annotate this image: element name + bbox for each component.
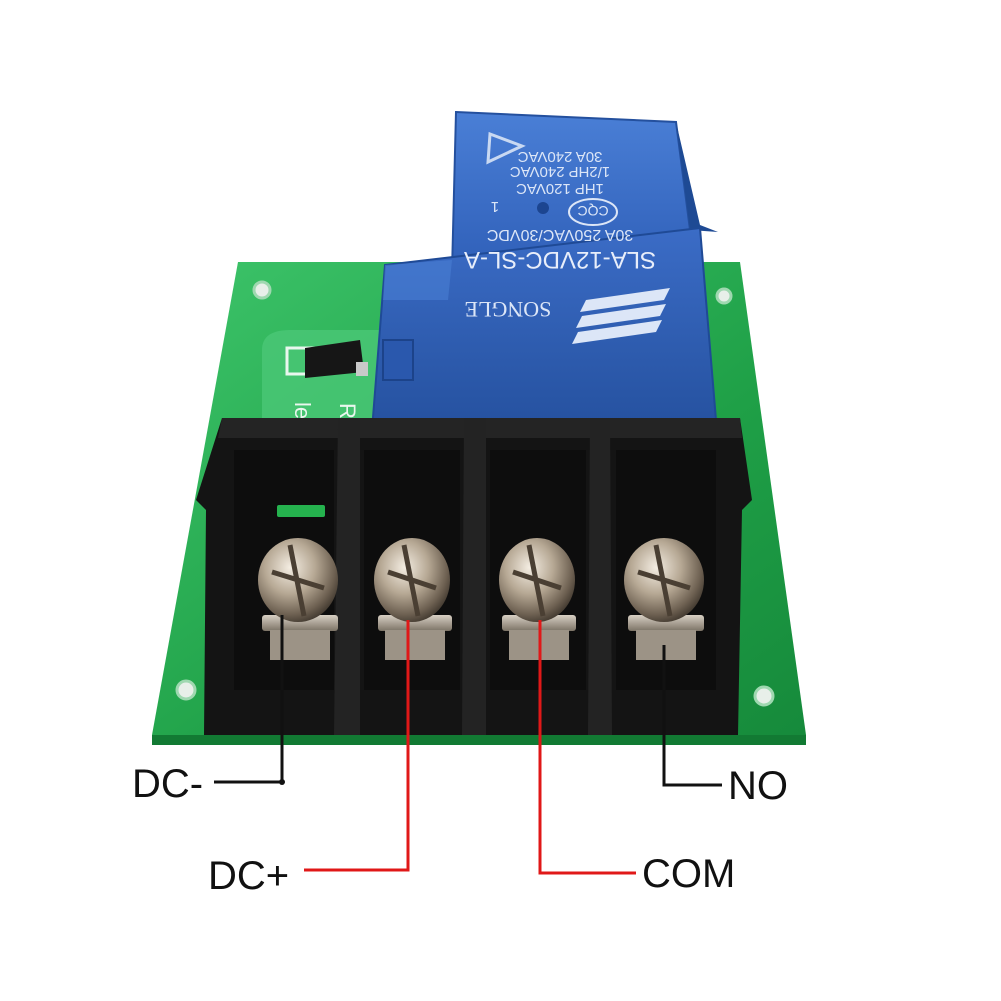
pin-number: 1 — [491, 198, 499, 215]
triangle-cert-icon — [486, 131, 526, 165]
label-no: NO — [728, 764, 788, 808]
mount-hole — [715, 287, 733, 305]
wire-dc-minus — [214, 615, 285, 785]
mount-hole — [175, 679, 197, 701]
svg-text:CQC: CQC — [577, 203, 608, 219]
rating-line-1: 30A 240VAC — [517, 148, 602, 165]
label-com: COM — [642, 852, 736, 896]
label-dc-plus: DC+ — [208, 854, 290, 898]
label-dc-minus: DC- — [132, 762, 204, 806]
screw-dc-plus — [374, 538, 452, 660]
svg-text:R: R — [335, 403, 360, 419]
relay: 30A 240VAC 1/2HP 240VAC 1HP 120VAC 1 30A… — [370, 110, 718, 442]
relay-dot — [537, 202, 549, 214]
mount-hole — [753, 685, 775, 707]
screw-no — [624, 538, 704, 660]
cqc-mark: CQC — [568, 198, 618, 226]
svg-text:le: le — [290, 402, 315, 419]
transistor — [305, 340, 368, 378]
screw-dc-minus — [258, 538, 338, 660]
relay-brand: SONGLE — [465, 297, 552, 322]
rating-line-2: 1/2HP 240VAC — [510, 163, 611, 180]
terminal-screws — [258, 538, 704, 660]
wire-no — [662, 645, 722, 787]
relay-model: SLA-12VDC-SL-A — [464, 246, 656, 273]
mount-hole — [252, 280, 272, 300]
songle-logo-icon — [572, 288, 670, 344]
rating-line-3: 1HP 120VAC — [516, 180, 604, 197]
polarity-marker — [277, 505, 325, 517]
wire-dc-plus — [304, 620, 410, 872]
wire-com — [538, 620, 636, 875]
contact-rating: 30A 250VAC/30VDC — [487, 226, 633, 243]
screw-com — [499, 538, 576, 660]
